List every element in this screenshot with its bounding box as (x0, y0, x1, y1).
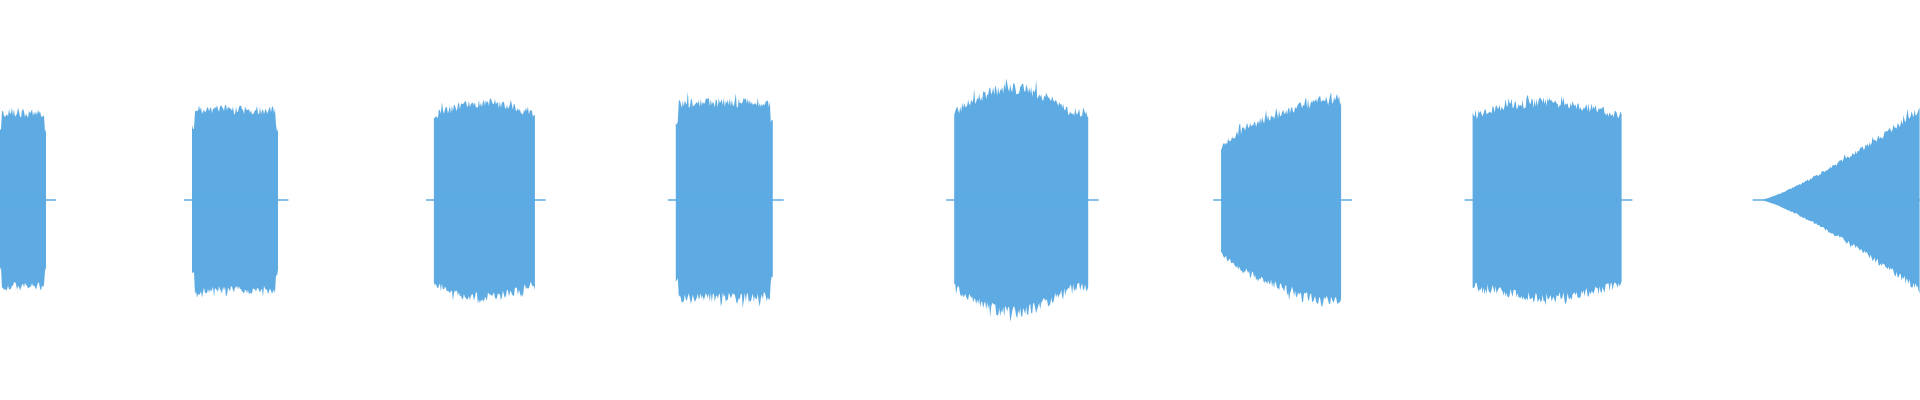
waveform-burst-2 (192, 105, 278, 298)
waveform-burst-3 (433, 98, 535, 304)
waveform-burst-1 (0, 107, 46, 291)
